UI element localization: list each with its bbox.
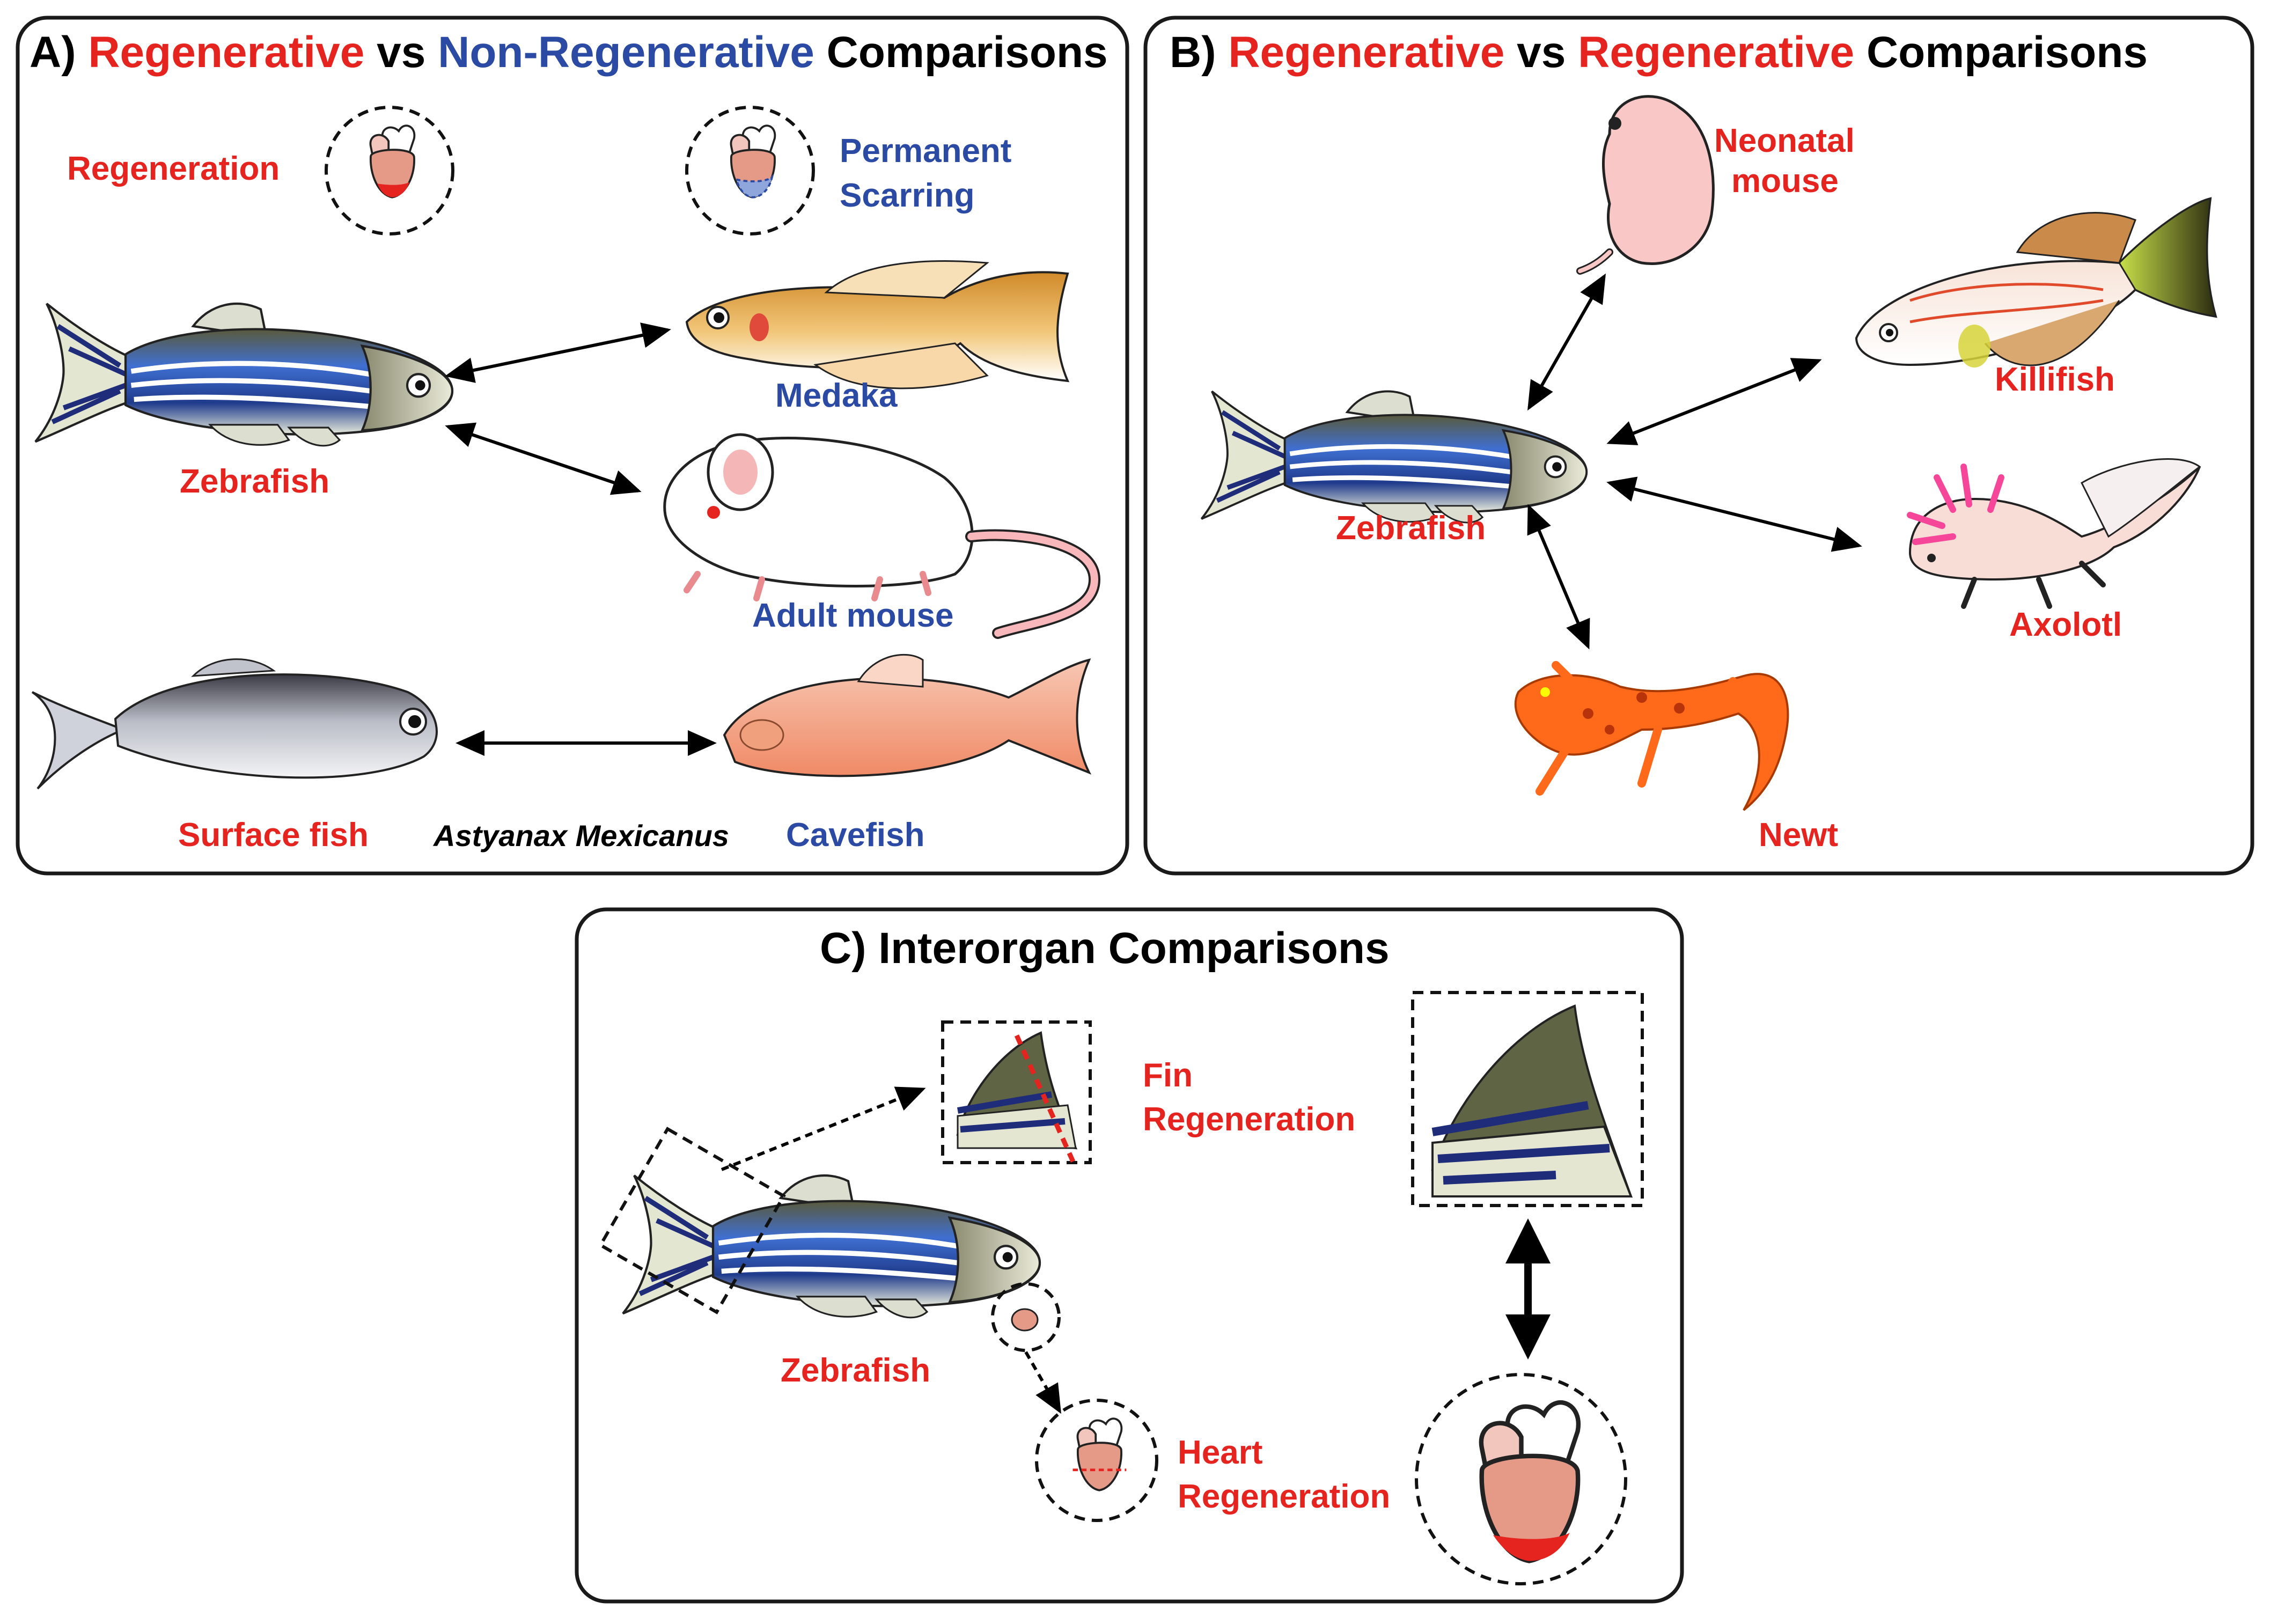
panel-a-title: A) Regenerative vs Non-Regenerative Comp… <box>30 28 1108 77</box>
heart-regeneration-label-line1: Heart <box>1178 1434 1263 1471</box>
axolotl-illustration <box>1907 458 2201 609</box>
panel-b-frame <box>1143 16 2254 876</box>
species-label: Astyanax Mexicanus <box>432 819 729 853</box>
scarring-label-line2: Scarring <box>840 177 975 214</box>
zebrafish-label: Zebrafish <box>180 463 329 500</box>
fin-inset-box <box>941 1020 1092 1164</box>
neonatal-mouse-illustration <box>1576 95 1715 275</box>
regeneration-circle <box>325 106 454 236</box>
medaka-label: Medaka <box>775 377 898 414</box>
zebrafish-heart-icon <box>1011 1308 1039 1332</box>
fin-regenerated-icon <box>1431 1004 1633 1198</box>
axolotl-label: Axolotl <box>2009 606 2122 643</box>
heart-regeneration-label-line2: Regeneration <box>1178 1478 1390 1515</box>
panel-a: A) Regenerative vs Non-Regenerative Comp… <box>16 16 1129 876</box>
arrow-fin-to-inset <box>721 1086 926 1171</box>
fin-regeneration-label-line1: Fin <box>1143 1057 1193 1094</box>
scarring-circle <box>685 106 815 236</box>
arrow-zebrafish-newt <box>1527 504 1590 650</box>
panel-c: C) Interorgan Comparisons Zebrafish Fin … <box>575 907 1684 1604</box>
cavefish-illustration <box>723 653 1092 777</box>
newt-illustration <box>1514 661 1789 811</box>
fin-regenerated-box <box>1411 991 1644 1207</box>
heart-selection-circle <box>991 1282 1061 1352</box>
arrow-heart-to-inset <box>1024 1351 1061 1414</box>
heart-regenerated-circle <box>1415 1373 1627 1585</box>
killifish-label: Killifish <box>1995 361 2115 398</box>
cavefish-label: Cavefish <box>786 817 924 854</box>
tail-fin-selection-box <box>598 1127 786 1314</box>
regeneration-label: Regeneration <box>67 150 280 187</box>
fin-cut-icon <box>956 1031 1078 1163</box>
fin-regeneration-label-line2: Regeneration <box>1143 1101 1355 1138</box>
heart-regenerated-icon <box>1481 1402 1578 1561</box>
neonatal-mouse-label-line2: mouse <box>1731 163 1839 200</box>
regenerating-heart-icon <box>369 124 416 199</box>
medaka-illustration <box>685 260 1070 390</box>
panel-b-title: B) Regenerative vs Regenerative Comparis… <box>1170 28 2148 77</box>
newt-label: Newt <box>1759 817 1838 854</box>
zebrafish-label: Zebrafish <box>1336 510 1486 547</box>
adult-mouse-illustration <box>663 433 1101 639</box>
arrow-zebrafish-medaka <box>445 322 671 383</box>
arrow-zebrafish-mouse <box>445 422 642 495</box>
panel-c-title: C) Interorgan Comparisons <box>820 924 1390 973</box>
heart-inset-circle <box>1035 1399 1158 1522</box>
heart-cut-icon <box>1072 1417 1127 1491</box>
killifish-illustration <box>1855 197 2217 368</box>
arrow-zebrafish-axolotl <box>1606 476 1862 552</box>
arrow-zebrafish-killifish <box>1606 358 1822 445</box>
scarring-label-line1: Permanent <box>840 133 1011 170</box>
arrow-zebrafish-neonatal <box>1527 273 1606 411</box>
surface-fish-illustration <box>31 658 438 790</box>
panel-b: B) Regenerative vs Regenerative Comparis… <box>1143 16 2254 876</box>
surface-fish-label: Surface fish <box>178 817 369 854</box>
adult-mouse-label: Adult mouse <box>752 597 953 634</box>
zebrafish-label: Zebrafish <box>781 1352 930 1389</box>
neonatal-mouse-label-line1: Neonatal <box>1714 122 1855 159</box>
panel-c-frame <box>575 907 1684 1604</box>
scarred-heart-icon <box>730 124 776 199</box>
